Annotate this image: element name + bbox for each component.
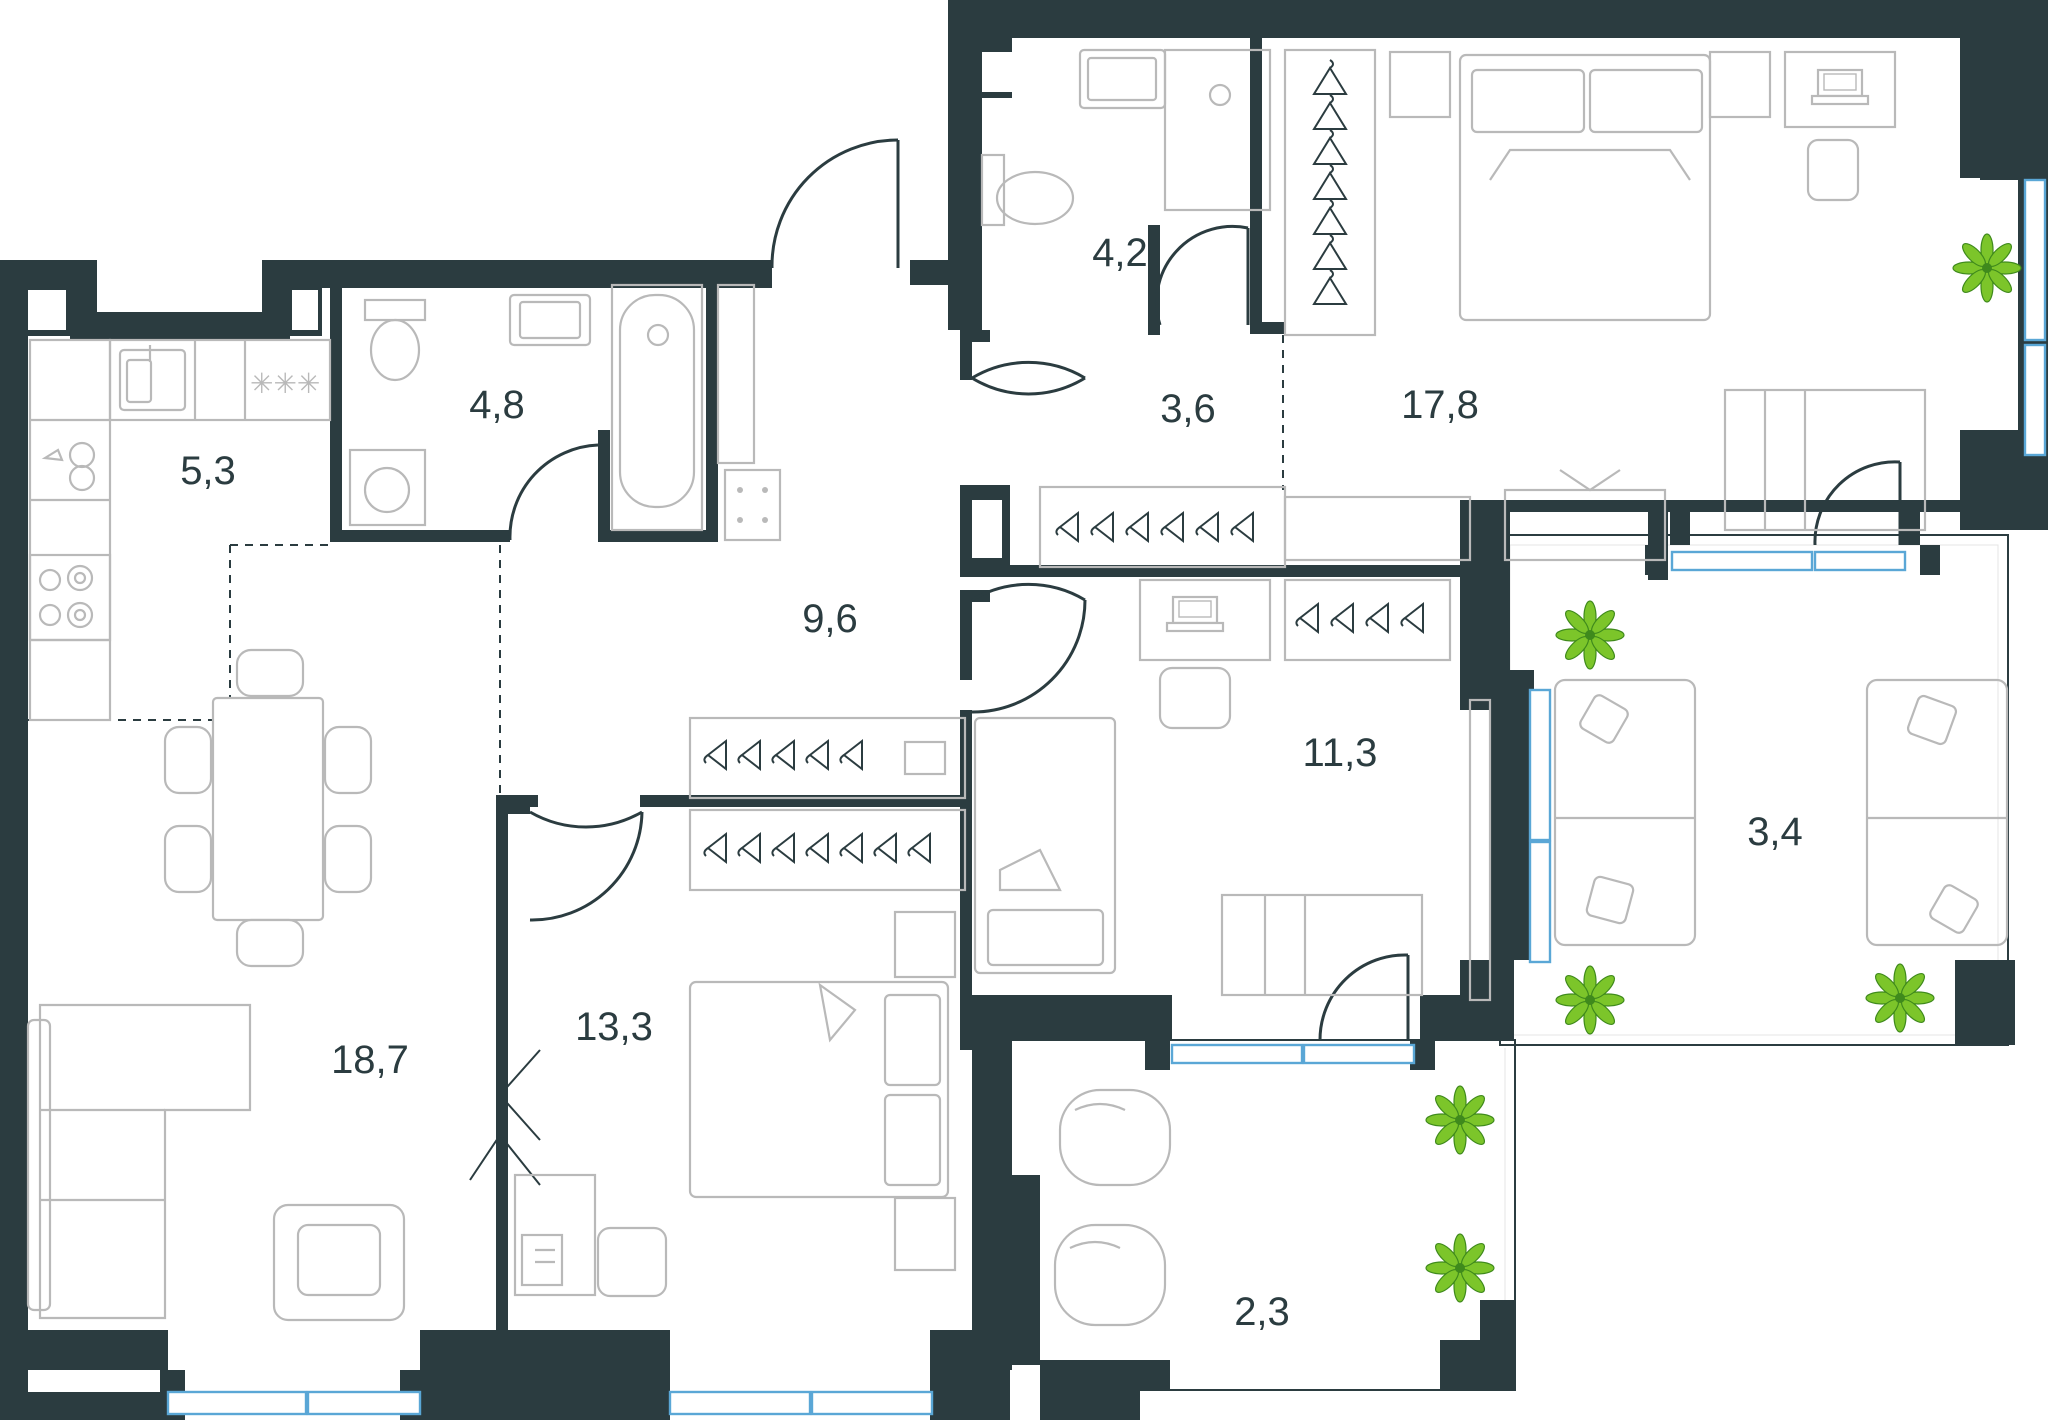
room-area-label: 3,6 <box>1160 387 1216 431</box>
desk-icon <box>1783 50 1897 202</box>
plant-icon <box>1425 1233 1495 1303</box>
living-room-furniture <box>26 648 406 1322</box>
window-icon <box>1528 840 1552 964</box>
bathroom-furniture <box>348 283 782 542</box>
toilet-icon <box>980 153 1075 227</box>
window-icon <box>2023 343 2047 457</box>
stove-icon <box>28 553 112 642</box>
room-area-label: 2,3 <box>1234 1290 1290 1334</box>
door-icon <box>971 582 1086 602</box>
bathtub-icon <box>610 283 704 532</box>
kitchen-furniture: ✳✳✳ <box>28 338 332 722</box>
doors <box>469 138 1902 1186</box>
svg-text:✳✳✳: ✳✳✳ <box>250 367 320 400</box>
sofa-icon <box>1865 678 2009 947</box>
room-area-label: 18,7 <box>331 1038 409 1082</box>
master-bedroom-furniture <box>1038 48 1927 569</box>
plant-icon <box>1865 963 1935 1033</box>
plant-icon <box>1555 600 1625 670</box>
sofa-icon <box>1553 678 1697 947</box>
door-icon <box>508 443 599 541</box>
window-icon <box>166 1390 308 1416</box>
door-icon <box>529 810 643 829</box>
door-icon <box>770 138 899 269</box>
plant-icon <box>1555 965 1625 1035</box>
window-icon <box>1528 688 1552 842</box>
armchair-icon <box>1058 1088 1172 1187</box>
window-icon <box>1813 550 1907 572</box>
window-icon <box>1670 550 1814 572</box>
room-area-label: 11,3 <box>1303 731 1378 775</box>
desk-icon <box>1138 578 1272 730</box>
armchair-icon <box>1053 1223 1167 1327</box>
door-icon <box>971 360 1086 380</box>
bed-icon <box>688 980 950 1199</box>
door-icon <box>1318 953 1409 1041</box>
bedroom-2-furniture <box>513 716 967 1298</box>
wardrobe-icon <box>1038 485 1287 569</box>
armchair-icon <box>272 1203 406 1322</box>
wardrobe-icon <box>688 716 967 892</box>
dining-table-icon <box>163 648 373 968</box>
window-icon <box>668 1390 812 1416</box>
plant-icon <box>1952 233 2022 303</box>
wardrobe-icon <box>1313 59 1347 305</box>
washing-machine-icon <box>348 448 427 527</box>
balcony-south-furniture <box>1053 1085 1495 1327</box>
kettle-icon <box>41 441 96 492</box>
sink-icon <box>1078 48 1167 110</box>
room-area-label: 9,6 <box>802 597 858 641</box>
room-area-label: 3,4 <box>1747 810 1803 854</box>
room-area-label: 13,3 <box>575 1005 653 1049</box>
window-icon <box>1302 1043 1416 1065</box>
sink-icon <box>508 293 592 347</box>
room-area-label: 5,3 <box>180 449 236 493</box>
toilet-icon <box>363 298 427 382</box>
windows <box>166 178 2047 1416</box>
bedroom-3-furniture <box>973 578 1492 1002</box>
wc-furniture <box>980 48 1272 227</box>
wardrobe-icon <box>1283 578 1452 662</box>
desk-icon <box>513 1173 668 1298</box>
door-icon <box>1155 224 1249 326</box>
shower-icon <box>1163 48 1272 212</box>
room-area-label: 4,8 <box>469 383 525 427</box>
plant-icon <box>1425 1085 1495 1155</box>
window-icon <box>810 1390 934 1416</box>
door-icon <box>1813 460 1901 546</box>
sink-icon <box>118 345 187 412</box>
room-labels: 5,3 4,8 9,6 4,2 3,6 17,8 18,7 13,3 11,3 … <box>180 231 1803 1334</box>
window-icon <box>306 1390 422 1416</box>
room-area-label: 17,8 <box>1401 383 1479 427</box>
sofa-icon <box>26 1003 252 1320</box>
bed-icon <box>1458 53 1712 322</box>
room-area-label: 4,2 <box>1092 231 1148 275</box>
bed-icon <box>973 716 1117 975</box>
window-icon <box>1170 1043 1304 1065</box>
window-icon <box>2023 178 2047 342</box>
balcony-east-furniture <box>1553 233 2022 1035</box>
